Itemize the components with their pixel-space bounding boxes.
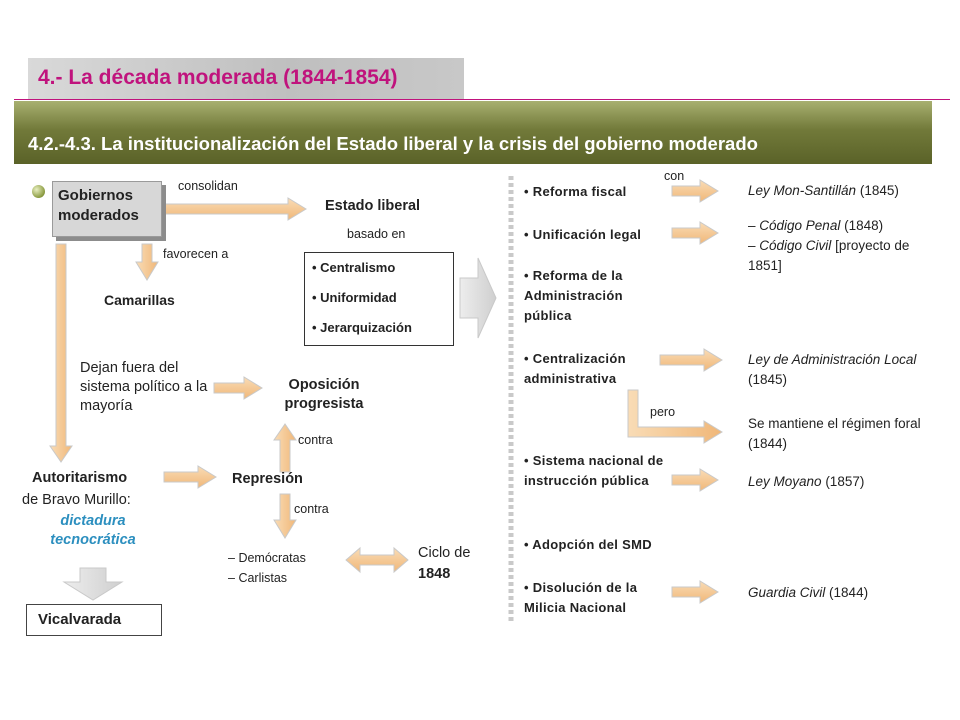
ciclo-year: 1848 (418, 566, 451, 582)
arrow-contra-up (273, 423, 297, 473)
basado-en-label: basado en (347, 227, 406, 241)
ley-administracion-local: Ley de Administración Local (1845) (748, 352, 917, 388)
oposicion-progresista: Oposición progresista (284, 377, 364, 412)
dictadura-tecnocratica: dictadura tecnocrática (50, 513, 136, 548)
de-bravo-murillo: de Bravo Murillo: (22, 492, 131, 508)
autoritarismo: Autoritarismo (32, 470, 128, 486)
gobiernos-label: Gobiernos moderados (58, 187, 139, 225)
ciclo-label: Ciclo de (418, 545, 471, 561)
arrow-con (671, 179, 719, 203)
reform-item: • Sistema nacional de instrucción públic… (524, 453, 664, 489)
slide-title: 4.- La década moderada (1844-1854) (38, 66, 398, 89)
principle-item: • Uniformidad (312, 290, 397, 305)
arrow-consolidan (163, 197, 307, 221)
favorecen-label: favorecen a (163, 247, 229, 261)
gobiernos-box (52, 181, 162, 237)
subtitle-band (14, 101, 932, 164)
estado-liberal: Estado liberal (325, 198, 421, 214)
opponent-item: – Carlistas (228, 571, 288, 585)
arrow-guardia (671, 580, 719, 604)
consolidan-label: consolidan (178, 179, 238, 193)
ley-mon-santillan: Ley Mon-Santillán (1845) (748, 183, 899, 198)
arrow-favorecen (135, 243, 159, 281)
opponent-item: – Demócratas (228, 551, 306, 565)
vicalvarada: Vicalvarada (38, 611, 122, 628)
arrow-autoritarismo (49, 243, 73, 463)
ley-moyano: Ley Moyano (1857) (748, 474, 865, 489)
arrow-instruccion (671, 468, 719, 492)
reform-item: • Adopción del SMD (524, 537, 652, 552)
codigo-penal: – Código Penal (1848) (748, 218, 884, 233)
vicalvarada-box (26, 604, 162, 636)
reform-item: • Disolución de la Milicia Nacional (524, 580, 638, 616)
arrow-centralizacion (659, 348, 723, 372)
camarillas: Camarillas (104, 292, 175, 308)
guardia-civil: Guardia Civil (1844) (748, 585, 869, 600)
arrow-reformas (459, 257, 497, 339)
regimen-foral: Se mantiene el régimen foral (1844) (748, 416, 921, 452)
arrow-contra-down (273, 493, 297, 539)
con-label: con (664, 169, 685, 183)
slide-subtitle: 4.2.-4.3. La institucionalización del Es… (28, 133, 758, 154)
bullet-icon (32, 185, 45, 198)
codigo-civil: – Código Civil [proyecto de 1851] (748, 238, 910, 274)
arrow-unificacion (671, 221, 719, 245)
reform-item: • Unificación legal (524, 227, 642, 242)
reform-item: • Centralización administrativa (524, 351, 626, 387)
title-rule (14, 99, 950, 100)
dejan-fuera: Dejan fuera del sistema político a la ma… (80, 360, 208, 414)
contra-label-1: contra (298, 433, 333, 447)
arrow-oposicion (213, 376, 263, 400)
principle-item: • Jerarquización (312, 320, 412, 335)
arrow-ciclo (345, 546, 409, 574)
arrow-vicalvarada (62, 567, 124, 601)
represion: Represión (232, 471, 303, 487)
pero-label: pero (650, 405, 676, 419)
contra-label-2: contra (294, 502, 329, 516)
principles-box (304, 252, 454, 346)
reform-item: • Reforma fiscal (524, 184, 627, 199)
arrow-pero (627, 389, 723, 444)
title-band (28, 58, 464, 100)
arrow-represion (163, 465, 217, 489)
reform-item: • Reforma de la Administración pública (524, 268, 623, 324)
principle-item: • Centralismo (312, 260, 396, 275)
